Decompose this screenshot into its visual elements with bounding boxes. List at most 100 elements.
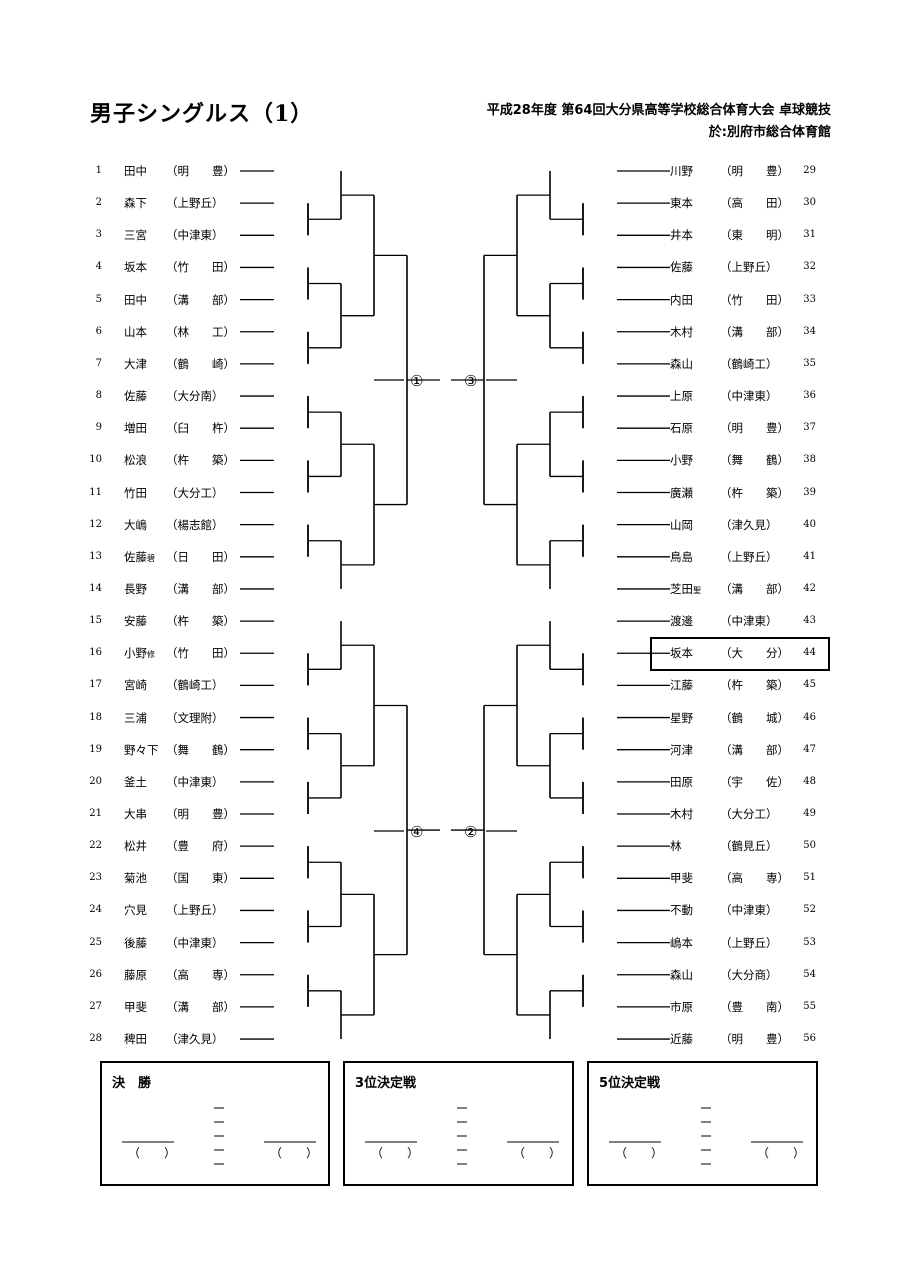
player-number: 48 — [803, 776, 816, 787]
player-number: 38 — [803, 454, 816, 465]
player-name: 宮崎 — [124, 678, 147, 692]
player-name: 林 — [670, 839, 682, 853]
final-title: 決 勝 — [112, 1076, 152, 1091]
player-name: 市原 — [670, 1000, 693, 1014]
player-name: 小野 — [670, 453, 693, 467]
player-school: （鶴見丘） — [720, 839, 778, 853]
player-number: 10 — [89, 454, 102, 465]
player-school: （大分商） — [720, 968, 778, 982]
player-number: 37 — [803, 422, 816, 433]
player-school: （杵 築） — [720, 486, 789, 500]
third-place-box: 3位決定戦 — [343, 1061, 574, 1186]
player-school: （溝 部） — [720, 743, 789, 757]
score-paren: （ ） — [615, 1146, 664, 1160]
name-suffix: 修 — [147, 650, 155, 659]
player-name: 大津 — [124, 357, 147, 371]
player-school: （大 分） — [720, 646, 789, 660]
player-school: （日 田） — [166, 550, 235, 564]
player-school: （明 豊） — [720, 1032, 789, 1046]
player-name: 田原 — [670, 775, 693, 789]
player-school: （鶴崎工） — [166, 678, 224, 692]
player-school: （上野丘） — [720, 550, 778, 564]
player-school: （高 専） — [720, 871, 789, 885]
player-number: 25 — [89, 937, 102, 948]
player-school: （中津東） — [166, 775, 224, 789]
player-number: 52 — [803, 904, 816, 915]
event-title: 平成28年度 第64回大分県高等学校総合体育大会 卓球競技 — [486, 103, 831, 118]
player-name: 河津 — [670, 743, 693, 757]
player-school: （上野丘） — [166, 903, 224, 917]
score-paren: （ ） — [128, 1146, 177, 1160]
player-name: 野々下 — [124, 743, 159, 757]
player-school: （明 豊） — [166, 164, 235, 178]
player-name: 山本 — [124, 325, 147, 339]
player-name: 江藤 — [670, 678, 693, 692]
player-name: 三浦 — [124, 711, 147, 725]
player-name: 坂本 — [670, 646, 693, 660]
player-number: 56 — [803, 1033, 816, 1044]
player-name: 森山 — [670, 968, 693, 982]
player-school: （高 専） — [166, 968, 235, 982]
player-school: （鶴 城） — [720, 711, 789, 725]
player-school: （杵 築） — [166, 453, 235, 467]
player-number: 8 — [95, 390, 102, 401]
player-name: 甲斐 — [670, 871, 693, 885]
player-number: 13 — [89, 551, 102, 562]
player-name: 増田 — [124, 421, 147, 435]
player-school: （文理附） — [166, 711, 224, 725]
player-name: 釜土 — [124, 775, 147, 789]
player-number: 14 — [89, 583, 102, 594]
player-number: 44 — [803, 647, 816, 658]
player-number: 5 — [95, 294, 102, 305]
player-name: 東本 — [670, 196, 693, 210]
player-number: 1 — [95, 165, 102, 176]
player-number: 39 — [803, 487, 816, 498]
player-number: 2 — [95, 197, 102, 208]
name-suffix: 碧 — [147, 554, 155, 563]
player-name: 森下 — [124, 196, 147, 210]
player-name: 甲斐 — [124, 1000, 147, 1014]
player-school: （中津東） — [720, 903, 778, 917]
score-paren: （ ） — [513, 1146, 562, 1160]
player-number: 18 — [89, 712, 102, 723]
page-title: 男子シングルス（1） — [90, 101, 314, 127]
player-number: 55 — [803, 1001, 816, 1012]
player-school: （杵 築） — [720, 678, 789, 692]
pool-label-4: ④ — [410, 823, 424, 841]
fifth-place-box: 5位決定戦 — [587, 1061, 818, 1186]
player-number: 41 — [803, 551, 816, 562]
score-paren: （ ） — [371, 1146, 420, 1160]
player-name: 上原 — [670, 389, 693, 403]
player-school: （上野丘） — [720, 936, 778, 950]
player-school: （溝 部） — [720, 582, 789, 596]
player-number: 33 — [803, 294, 816, 305]
player-name: 松浪 — [124, 453, 147, 467]
player-name: 田中 — [124, 164, 147, 178]
player-school: （豊 府） — [166, 839, 235, 853]
player-name: 坂本 — [124, 260, 147, 274]
player-number: 51 — [803, 872, 816, 883]
name-suffix: 聖 — [693, 586, 701, 595]
player-name: 佐藤 — [670, 260, 693, 274]
score-paren: （ ） — [270, 1146, 319, 1160]
player-school: （津久見） — [166, 1032, 224, 1046]
player-name: 近藤 — [670, 1032, 693, 1046]
player-school: （大分工） — [166, 486, 224, 500]
player-number: 7 — [95, 358, 102, 369]
player-name: 内田 — [670, 293, 693, 307]
player-number: 17 — [89, 679, 102, 690]
player-school: （中津東） — [720, 389, 778, 403]
player-name: 鳥島 — [670, 550, 693, 564]
player-number: 4 — [95, 261, 102, 272]
player-school: （林 工） — [166, 325, 235, 339]
player-name: 木村 — [670, 807, 693, 821]
player-number: 34 — [803, 326, 816, 337]
pool-label-3: ③ — [464, 372, 478, 390]
venue: 於:別府市総合体育館 — [708, 125, 831, 140]
player-name: 佐藤 — [124, 389, 147, 403]
player-name: 藤原 — [124, 968, 147, 982]
player-name: 穴見 — [124, 903, 147, 917]
player-number: 12 — [89, 519, 102, 530]
player-school: （中津東） — [166, 228, 224, 242]
